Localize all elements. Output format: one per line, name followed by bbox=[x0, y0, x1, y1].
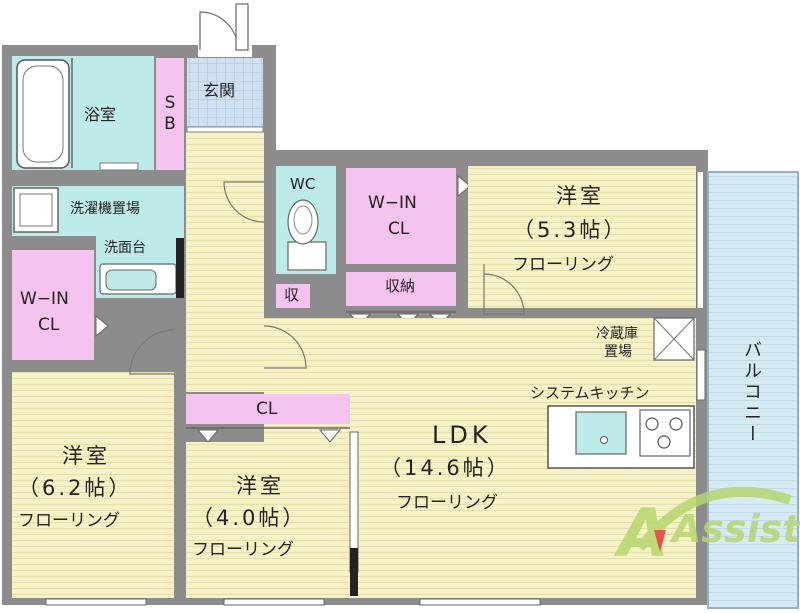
balcony-area bbox=[707, 171, 799, 609]
ne-room-door-swing-icon bbox=[483, 264, 525, 315]
ldk-size: （14.6帖） bbox=[380, 456, 511, 480]
storage-label: 収納 bbox=[385, 277, 416, 295]
fridge-cross-2 bbox=[653, 317, 695, 361]
small-storage-area bbox=[276, 284, 310, 308]
ldk-floor-label: フローリング bbox=[396, 493, 498, 513]
stove-icon bbox=[639, 409, 691, 457]
front-door-swing-icon bbox=[199, 11, 239, 51]
washstand-label: 洗面台 bbox=[104, 240, 146, 256]
window-bottom-center bbox=[223, 598, 325, 606]
bathroom-label: 浴室 bbox=[84, 105, 117, 124]
fridge-label-2: 置場 bbox=[604, 344, 632, 360]
outer-wall-upper-right bbox=[262, 150, 708, 160]
balcony-label: バルコニー bbox=[741, 340, 762, 445]
small-storage-label: 収 bbox=[284, 286, 300, 304]
left-closet-area bbox=[12, 250, 94, 360]
sink-drain-icon bbox=[600, 436, 608, 444]
shoe-box-label-b: B bbox=[164, 114, 176, 134]
wc-door-swing-icon bbox=[223, 181, 265, 223]
window-bottom-left bbox=[45, 598, 147, 606]
entrance-label: 玄関 bbox=[203, 81, 236, 100]
left-closet-label-1: W−IN bbox=[20, 289, 69, 309]
outer-wall-notch bbox=[268, 45, 708, 153]
western-room-sw-floor bbox=[12, 372, 174, 598]
bathtub-inner-icon bbox=[22, 65, 64, 163]
western-sc-title: 洋室 bbox=[236, 474, 284, 498]
washer-inner-icon bbox=[19, 193, 53, 227]
closet-cl-label: CL bbox=[256, 399, 278, 419]
entrance-area bbox=[187, 58, 263, 128]
closet-cl-door-mark-1 bbox=[196, 429, 220, 443]
western-ne-size: （5.3帖） bbox=[513, 218, 628, 242]
center-closet-label-1: W−IN bbox=[368, 193, 417, 213]
toilet-tank-icon bbox=[287, 241, 327, 271]
closet-cl-door-mark-2 bbox=[318, 429, 342, 443]
closet-cl-area bbox=[186, 394, 350, 424]
entrance-wall-block bbox=[262, 45, 276, 157]
washstand-side-wall bbox=[176, 238, 184, 298]
western-ne-title: 洋室 bbox=[556, 184, 604, 208]
left-closet-door-mark bbox=[95, 314, 109, 338]
western-room-sc-floor bbox=[186, 442, 350, 598]
sink-basin-icon bbox=[105, 269, 157, 291]
washer-icon bbox=[13, 187, 59, 233]
window-ldk-right bbox=[696, 349, 706, 401]
laundry-label: 洗濯機置場 bbox=[70, 201, 140, 217]
hallway-floor bbox=[186, 132, 264, 392]
ldk-door-swing-icon bbox=[263, 325, 307, 369]
left-closet-label-2: CL bbox=[38, 315, 60, 335]
western-ne-floor: フローリング bbox=[512, 255, 614, 275]
burner-1-icon bbox=[645, 417, 659, 431]
assist-watermark-icon: A bbox=[613, 486, 792, 572]
western-sc-size: （4.0帖） bbox=[192, 506, 307, 530]
burner-3-icon bbox=[657, 435, 671, 449]
wc-label: WC bbox=[290, 175, 316, 193]
room-sc-dark-wall bbox=[350, 548, 358, 596]
shoe-box-label-s: S bbox=[164, 93, 176, 113]
center-closet-area bbox=[346, 168, 456, 264]
western-room-ne-floor bbox=[468, 166, 696, 308]
kitchen-label: システムキッチン bbox=[530, 384, 650, 402]
burner-2-icon bbox=[669, 417, 683, 431]
fridge-label-1: 冷蔵庫 bbox=[596, 326, 638, 342]
entrance-step-line bbox=[186, 126, 264, 133]
shoe-box-area bbox=[156, 58, 184, 170]
front-door-leaf bbox=[235, 3, 249, 51]
storage-area bbox=[346, 272, 456, 306]
kitchen-sink-icon bbox=[575, 411, 627, 455]
sw-room-door-swing-icon bbox=[129, 329, 175, 375]
center-closet-door-mark bbox=[457, 174, 471, 198]
window-bottom-right bbox=[419, 598, 541, 606]
western-sc-floor: フローリング bbox=[192, 540, 294, 560]
toilet-seat-icon bbox=[293, 205, 313, 235]
bath-door-opening bbox=[99, 162, 139, 171]
western-sw-title: 洋室 bbox=[62, 444, 110, 468]
ldk-title: LDK bbox=[432, 421, 492, 449]
western-sw-floor: フローリング bbox=[18, 511, 120, 531]
center-closet-label-2: CL bbox=[388, 219, 410, 239]
watermark-logo-text: Assist bbox=[672, 507, 800, 551]
western-sw-size: （6.2帖） bbox=[18, 476, 133, 500]
